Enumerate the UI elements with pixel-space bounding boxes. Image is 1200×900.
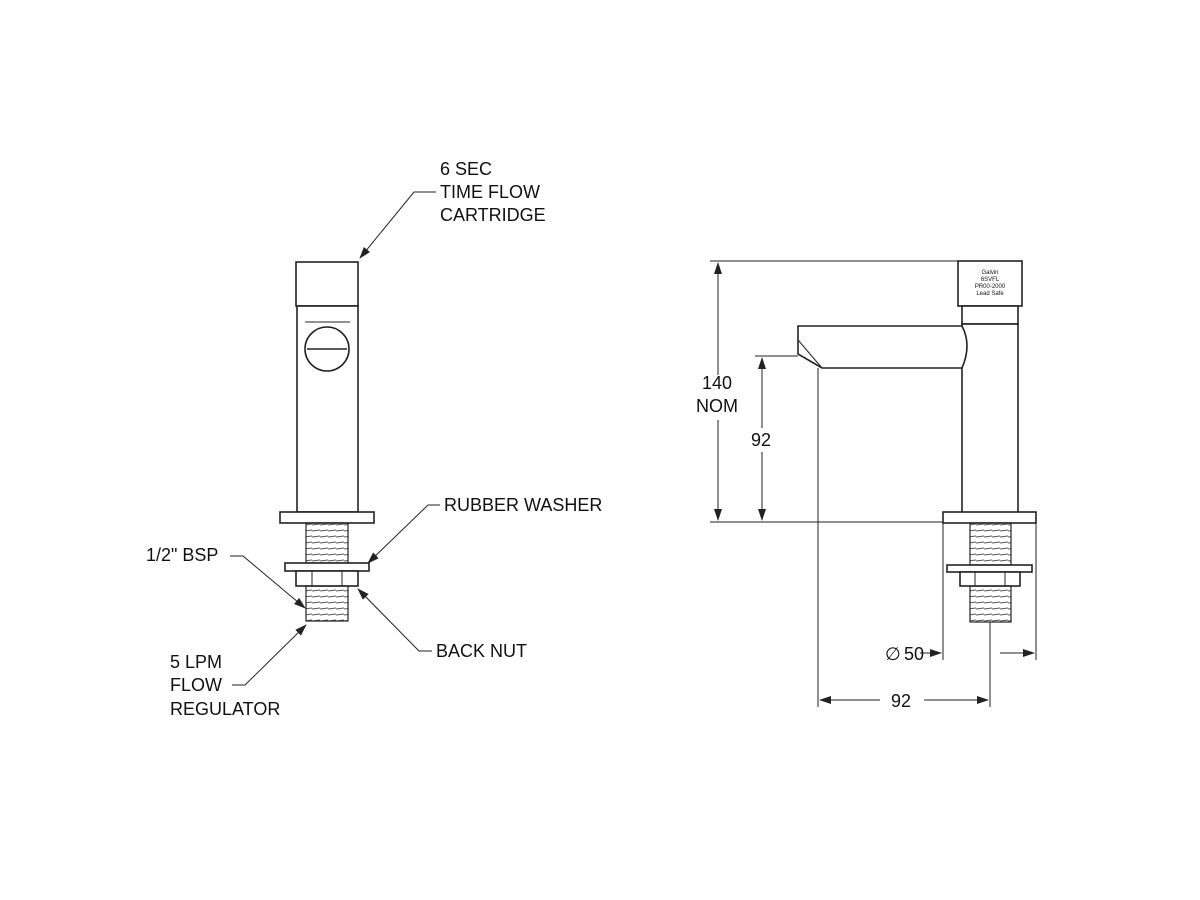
cartridge-marking-4: Lead Safe [976,291,1004,297]
label-cartridge-line1: 6 SEC [440,159,492,179]
side-collar [961,305,1019,325]
label-rubber-washer: RUBBER WASHER [444,495,602,515]
cartridge-cap [295,261,359,307]
dim-spout-reach: 92 [891,691,911,711]
label-back-nut: BACK NUT [436,641,527,661]
side-lower-thread [969,585,1012,623]
cartridge-marking-2: 6SVFL [981,277,1000,283]
lower-thread [305,585,349,622]
label-regulator-line2: FLOW [170,675,222,695]
cartridge-marking-3: PR00-2000 [975,284,1006,290]
dim-spout-height: 92 [751,430,771,450]
dim-overall-height-unit: NOM [696,396,738,416]
leader-cartridge [359,191,436,259]
side-back-nut [959,571,1021,587]
label-cartridge-line2: TIME FLOW [440,182,540,202]
back-nut [295,570,359,587]
dim-base-diameter: 50 [904,644,924,664]
base-flange [279,511,375,524]
dim-overall-height-value: 140 [702,373,732,393]
leader-regulator [232,624,307,686]
label-bsp: 1/2" BSP [146,545,218,565]
label-regulator-line3: REGULATOR [170,699,280,719]
rubber-washer [284,562,370,572]
leader-back-nut [357,588,432,652]
side-dimensions: 140 NOM 92 ∅ 50 92 [696,260,1037,711]
spout [797,325,968,369]
leader-rubber-washer [367,504,440,564]
side-view: Galvin 6SVFL PR00-2000 Lead Safe [797,260,1037,623]
front-callouts: 6 SEC TIME FLOW CARTRIDGE RUBBER WASHER … [146,159,602,719]
side-washer [946,564,1033,573]
label-regulator-line1: 5 LPM [170,652,222,672]
side-base-flange [942,511,1037,524]
leader-bsp [230,555,306,609]
threaded-shank [305,522,349,564]
dim-diameter-symbol: ∅ [885,644,901,664]
label-cartridge-line3: CARTRIDGE [440,205,546,225]
side-threaded-shank [969,522,1012,566]
cartridge-marking-1: Galvin [981,270,998,276]
side-body [961,323,1019,515]
front-view [279,261,375,622]
